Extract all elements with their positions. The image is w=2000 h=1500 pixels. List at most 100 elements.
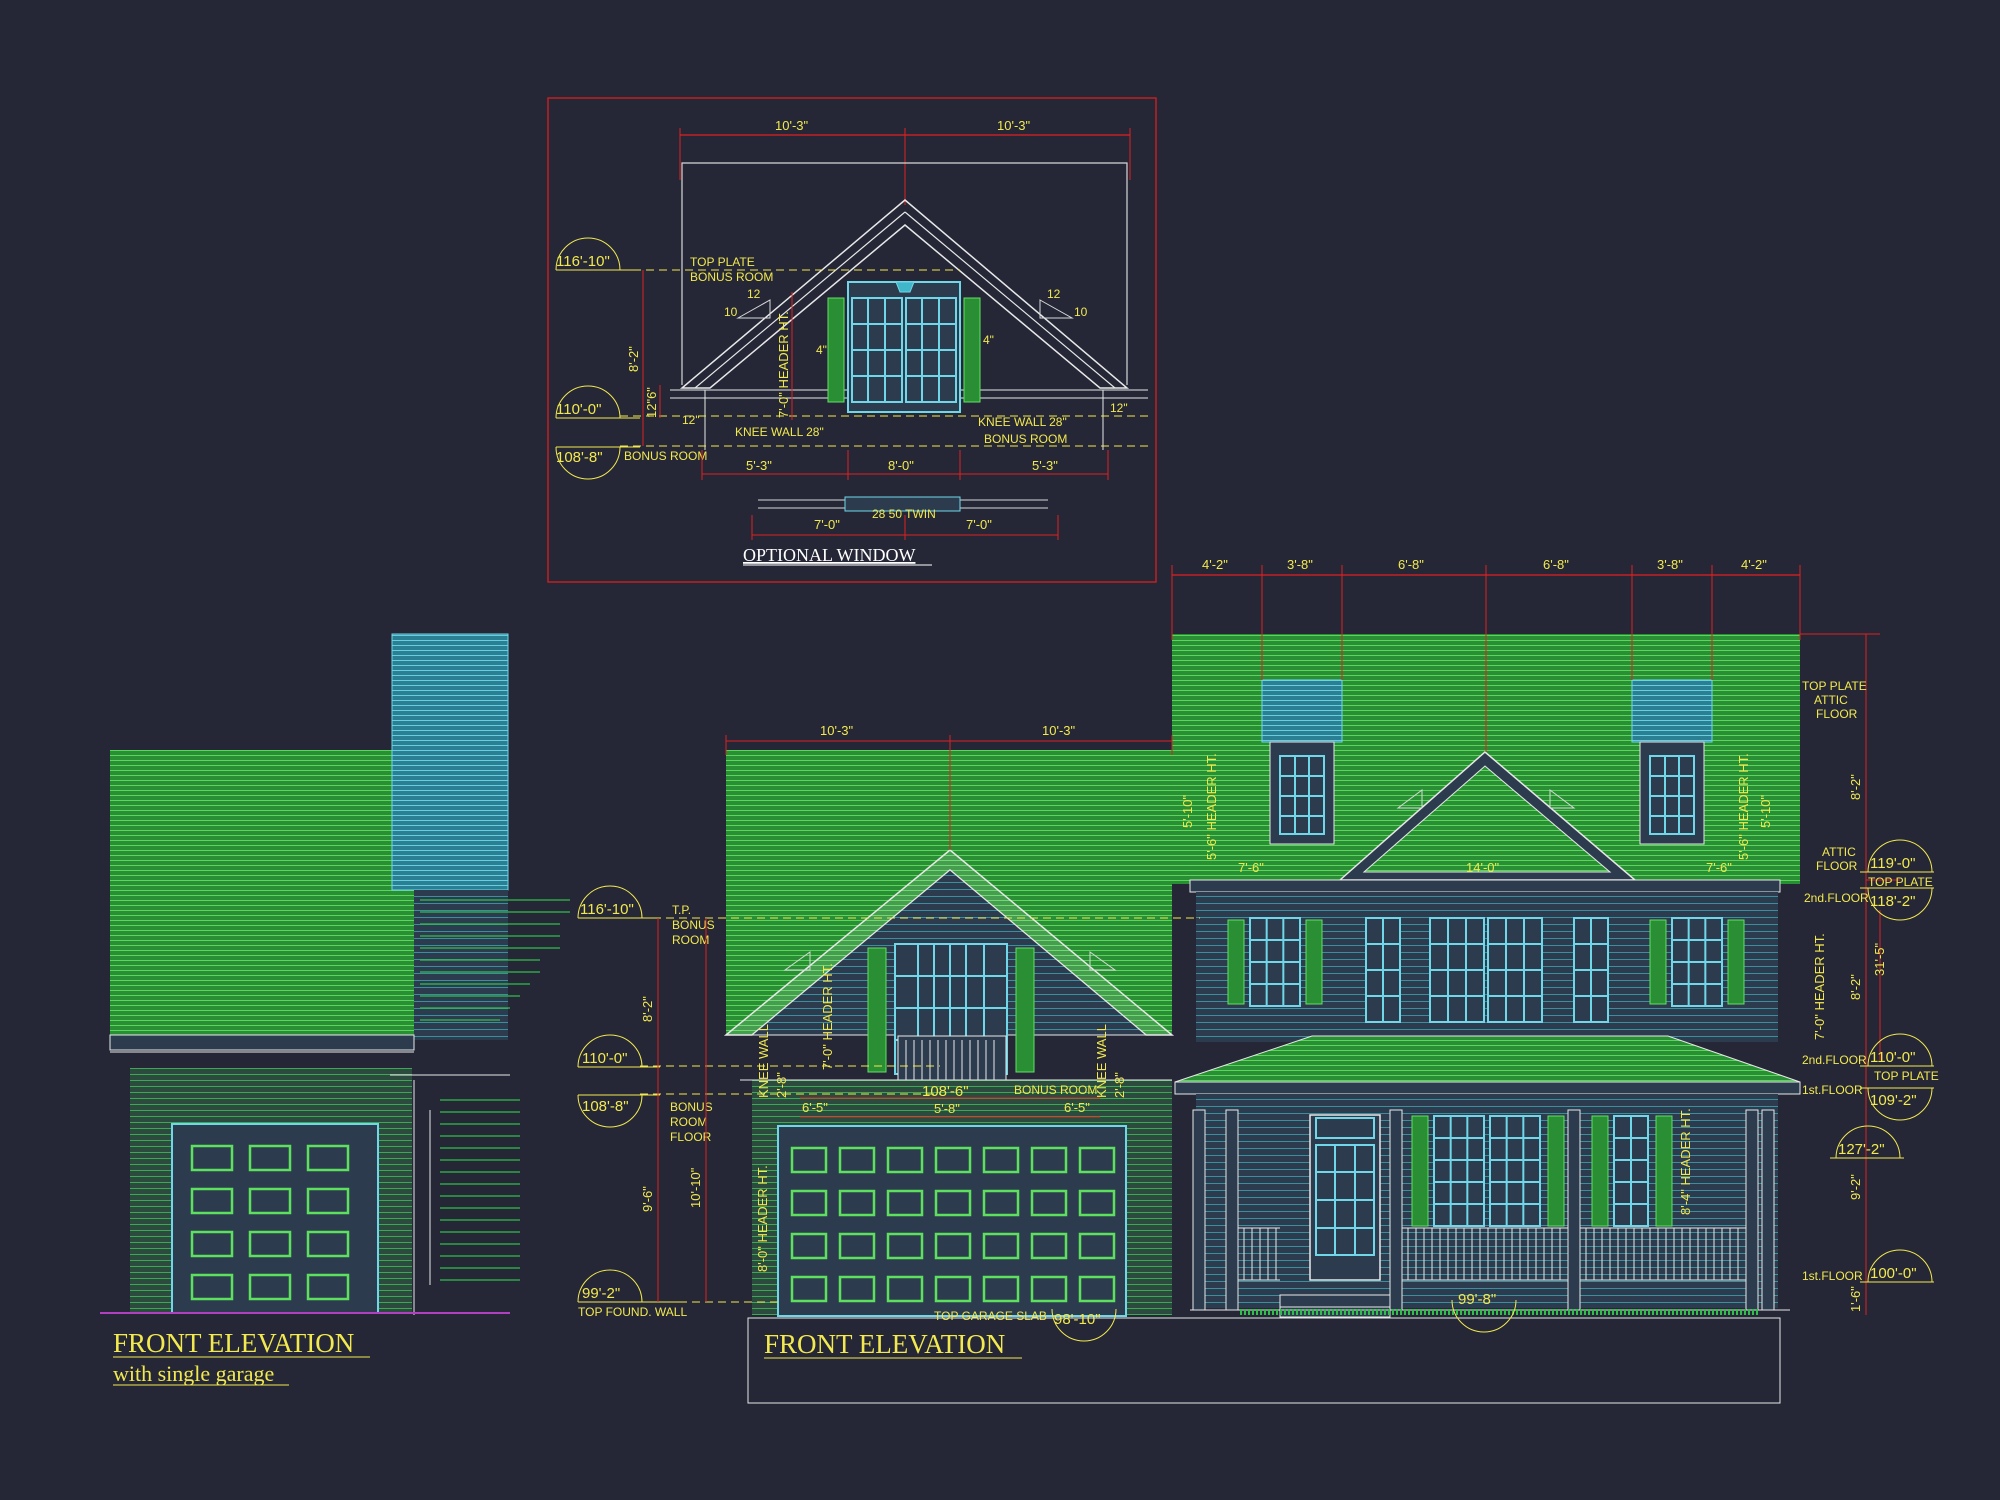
dormer-left: [1261, 679, 1343, 845]
vdim-31-5: 31'-5": [1872, 942, 1887, 976]
garage-panel: [838, 1189, 876, 1217]
garage-panel: [790, 1232, 828, 1260]
detail-twin-dim-1: 7'-0": [814, 517, 840, 532]
svg-text:99'-8": 99'-8": [1458, 1291, 1496, 1308]
detail-12-left: 12": [682, 413, 700, 427]
detail-shutter-right: [963, 297, 981, 403]
detail-pitch-12-left: 12: [747, 287, 761, 301]
detail-pitch-right: [1039, 299, 1074, 319]
garage-panel: [1078, 1232, 1116, 1260]
svg-text:99'-2": 99'-2": [582, 1285, 620, 1302]
gable-dim-2: 10'-3": [1042, 723, 1076, 738]
svg-text:100'-0": 100'-0": [1870, 1265, 1917, 1282]
optional-window-title: OPTIONAL WINDOW: [743, 545, 915, 565]
svg-text:116'-10": 116'-10": [556, 253, 610, 270]
house-top-dim-2: 3'-8": [1287, 557, 1313, 572]
label-attic-1: ATTIC: [1822, 845, 1856, 859]
label-top-found-wall: TOP FOUND. WALL: [578, 1305, 687, 1319]
svg-text:108'-8": 108'-8": [582, 1098, 629, 1115]
elev-tag-119-0: 119'-0": [1860, 839, 1934, 873]
porch-columns: [1192, 1109, 1775, 1311]
label-bonus-room: BONUS ROOM: [1014, 1083, 1097, 1097]
house-top-dim-1: 4'-2": [1202, 557, 1228, 572]
garage-panel: [790, 1146, 828, 1174]
garage-panel: [1078, 1189, 1116, 1217]
detail-frame: [547, 97, 1157, 583]
svg-text:109'-2": 109'-2": [1870, 1092, 1917, 1109]
label-tp-1st-2: 1st.FLOOR: [1802, 1083, 1863, 1097]
detail-bottom-dim-3: 5'-3": [1032, 458, 1058, 473]
detail-pitch-12-right: 12: [1047, 287, 1061, 301]
detail-pitch-left: [736, 299, 771, 319]
garage-panel: [982, 1275, 1020, 1303]
detail-knee-wall-left: KNEE WALL 28": [735, 425, 824, 439]
garage-panel: [190, 1187, 234, 1215]
header-8-4: 8'-4" HEADER HT.: [1678, 1108, 1693, 1215]
detail-gable: [679, 199, 1130, 389]
detail-bonus-room-bottom: BONUS ROOM: [624, 449, 707, 463]
balcony-dim-3: 6'-5": [1064, 1100, 1090, 1115]
elev-tag-99-2: 99'-2": [577, 1269, 680, 1303]
detail-shutter-left: [827, 297, 845, 403]
elev-tag-127-2: 127'-2": [1830, 1125, 1904, 1159]
foundation-outline: [747, 1317, 1781, 1404]
detail-height-12-6: 12"6": [644, 387, 659, 418]
detail-12-right: 12": [1110, 401, 1128, 415]
detail-top-dim-2: 10'-3": [997, 118, 1031, 133]
garage-panel: [838, 1232, 876, 1260]
dormer-header-left: 5'-6" HEADER HT.: [1204, 753, 1219, 860]
first-floor-windows: [1411, 1115, 1673, 1227]
label-2nd-floor: 2nd.FLOOR: [1802, 1053, 1867, 1067]
house-top-dim-4: 6'-8": [1543, 557, 1569, 572]
dormer-right: [1631, 679, 1713, 845]
detail-elev-116: 116'-10": [555, 237, 640, 271]
garage-panel: [934, 1189, 972, 1217]
vdim-1-6: 1'-6": [1848, 1286, 1863, 1312]
front-door: [1309, 1114, 1381, 1281]
detail-4-left: 4": [816, 343, 827, 357]
roof-dim-14-0: 14'-0": [1466, 860, 1500, 875]
house-top-dim-3: 6'-8": [1398, 557, 1424, 572]
detail-pitch-10-left: 10: [724, 305, 738, 319]
dormer-header-right: 5'-6" HEADER HT.: [1736, 753, 1751, 860]
label-tp-attic-1: TOP PLATE: [1802, 679, 1867, 693]
elev-tag-116-10: 116'-10": [577, 885, 660, 919]
label-brf-3: FLOOR: [670, 1130, 712, 1144]
detail-bottom-dim-2: 8'-0": [888, 458, 914, 473]
detail-top-plate: TOP PLATE: [690, 255, 755, 269]
garage-panel: [790, 1275, 828, 1303]
garage-panel: [306, 1273, 350, 1301]
gable-dim-1: 10'-3": [820, 723, 854, 738]
garage-panel: [934, 1275, 972, 1303]
elev-tag-98-10: 98'-10": [1051, 1308, 1117, 1342]
sg-roof: [110, 750, 414, 1035]
label-bonus: BONUS: [672, 918, 715, 932]
garage-panel: [982, 1232, 1020, 1260]
elev-tag-110-0-left: 110'-0": [577, 1034, 660, 1068]
header-8-0: 8'-0" HEADER HT.: [755, 1165, 770, 1272]
roof-dim-7-6-left: 7'-6": [1238, 860, 1264, 875]
garage-panel: [1030, 1232, 1068, 1260]
label-room: ROOM: [672, 933, 709, 947]
label-tp: T.P.: [672, 903, 691, 917]
garage-panel: [982, 1189, 1020, 1217]
garage-panel: [1030, 1275, 1068, 1303]
label-tp-2nd-1: TOP PLATE: [1868, 875, 1933, 889]
detail-header-ht: 7'-0" HEADER HT.: [776, 311, 791, 418]
header-7-0-2nd: 7'-0" HEADER HT.: [1812, 933, 1827, 1040]
garage-panel: [306, 1230, 350, 1258]
garage-panel: [306, 1144, 350, 1172]
dormer-5-10-right: 5'-10": [1758, 794, 1773, 828]
label-balcony-elev: 108'-6": [922, 1083, 969, 1100]
garage-panel: [934, 1232, 972, 1260]
first-floor-wall: [1196, 1094, 1778, 1308]
elev-tag-100-0: 100'-0": [1860, 1249, 1934, 1283]
garage-panel: [886, 1232, 924, 1260]
svg-text:119'-0": 119'-0": [1870, 855, 1915, 872]
porch-roof: [1174, 1035, 1801, 1083]
label-brf-1: BONUS: [670, 1100, 713, 1114]
second-floor-windows: [1227, 917, 1745, 1023]
garage-panel: [790, 1189, 828, 1217]
svg-text:110'-0": 110'-0": [1870, 1049, 1915, 1066]
garage-panel: [1030, 1146, 1068, 1174]
